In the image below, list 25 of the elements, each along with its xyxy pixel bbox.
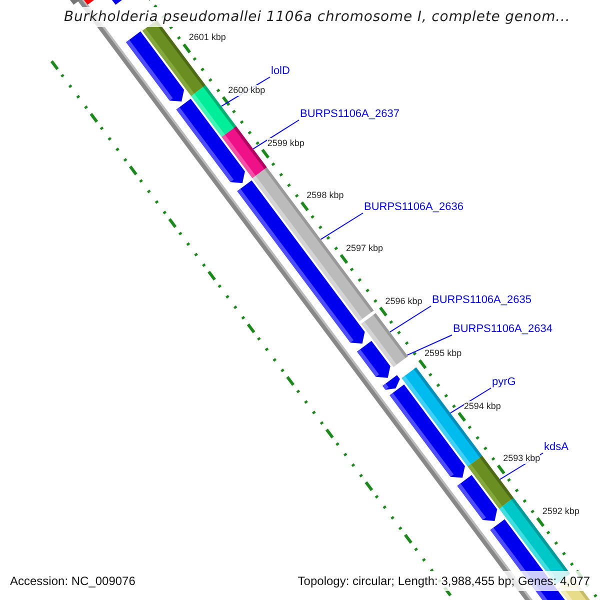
scale-label: 2596 kbp: [385, 296, 422, 307]
scale-label: 2600 kbp: [228, 85, 266, 96]
gene-label: pyrG: [492, 376, 516, 389]
scale-label: 2594 kbp: [464, 400, 501, 412]
gene-label: lolD: [271, 65, 290, 78]
scale-label: 2597 kbp: [346, 242, 384, 254]
gene-label: BURPS1106A_2635: [432, 294, 532, 307]
leader-line: [450, 388, 492, 414]
gene-bar: [402, 367, 482, 466]
scale-label: 2592 kbp: [542, 506, 580, 518]
gene-bar: [222, 126, 267, 178]
leader-line: [406, 334, 452, 356]
gene-bar: [361, 313, 408, 368]
scale-label: 2593 kbp: [503, 453, 540, 464]
scale-label: 2601 kbp: [188, 32, 226, 44]
gene-label: kdsA: [544, 441, 568, 454]
gene-label: BURPS1106A_2636: [364, 201, 464, 214]
gene-label: BURPS1106A_2637: [300, 108, 400, 121]
scale-label: 2598 kbp: [306, 190, 344, 202]
leader-line: [389, 306, 432, 333]
scale-label: 2595 kbp: [424, 348, 462, 360]
gene-label: BURPS1106A_2634: [453, 323, 552, 336]
leader-line: [252, 120, 300, 150]
leader-line: [320, 212, 364, 240]
scale-label: 2599 kbp: [267, 138, 304, 149]
